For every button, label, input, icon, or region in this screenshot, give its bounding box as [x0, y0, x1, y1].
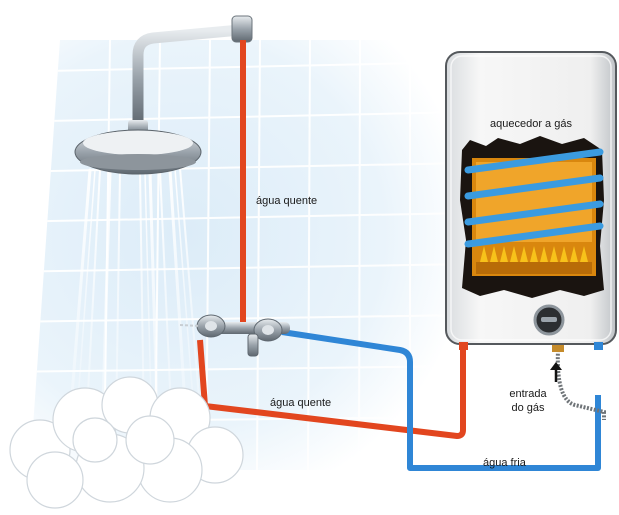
- heat-coil: [464, 148, 604, 248]
- label-gas-inlet-1: entrada: [509, 388, 547, 400]
- gas-hose: [555, 349, 606, 420]
- heater-title: aquecedor a gás: [490, 118, 572, 130]
- mixer-valve-icon: [179, 314, 290, 357]
- label-hot-water-lower: água quente: [270, 397, 331, 409]
- heater-cutaway: [460, 136, 604, 298]
- steam-cloud-icon: [9, 376, 244, 509]
- heater-knob-icon: [533, 304, 565, 336]
- label-hot-water-upper: água quente: [256, 195, 317, 207]
- cold-pipe: [281, 329, 601, 471]
- label-cold-water: água fria: [483, 457, 527, 469]
- gas-heater: aquecedor a gás: [445, 51, 617, 350]
- arrow-up-icon: [550, 362, 562, 382]
- burner-flames: [480, 246, 588, 262]
- shower-head-icon: [74, 120, 202, 175]
- label-gas-inlet-2: do gás: [511, 402, 545, 414]
- hot-pipe-supply: [197, 339, 466, 439]
- gas-valve: [552, 342, 564, 352]
